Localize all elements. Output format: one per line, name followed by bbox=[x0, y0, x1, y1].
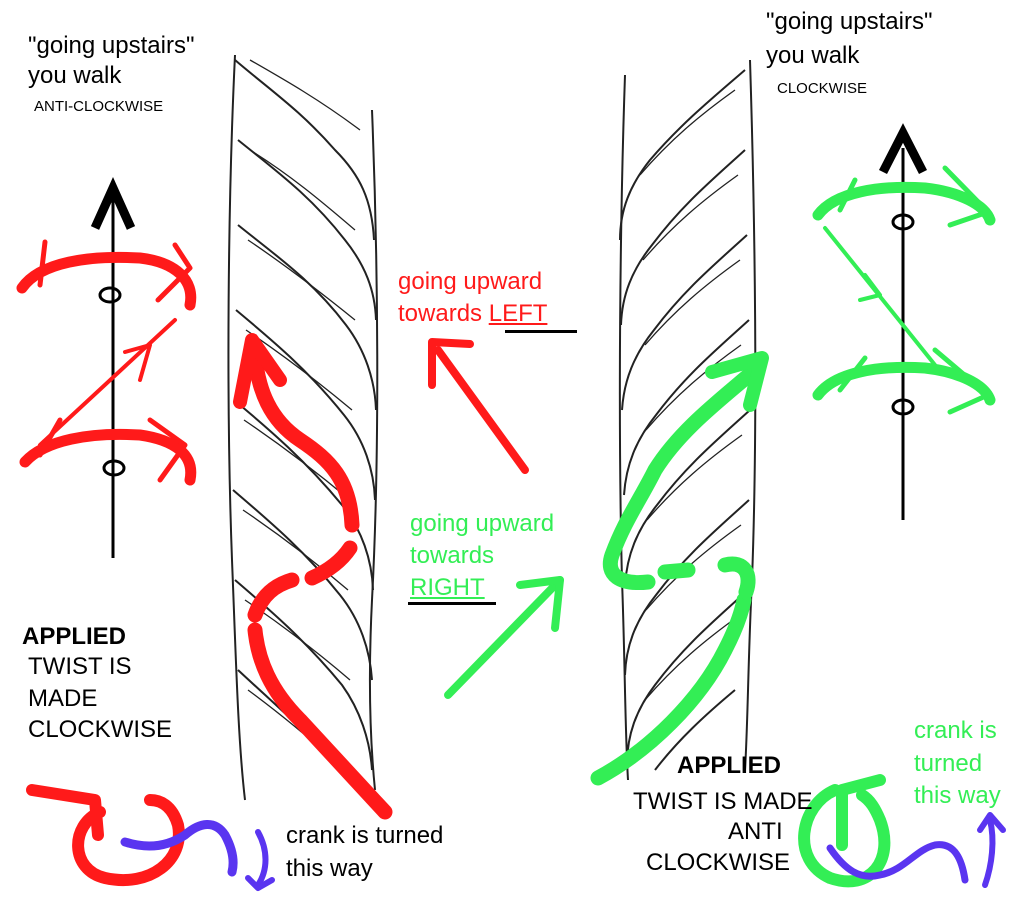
right-applied-line2: ANTI bbox=[728, 818, 783, 845]
red-up-left-arrow bbox=[428, 338, 529, 474]
red-direction-line2: towards LEFT bbox=[398, 300, 547, 328]
right-heading-direction: CLOCKWISE bbox=[777, 80, 868, 97]
left-crank-line2: this way bbox=[286, 855, 373, 882]
green-direction-line2: towards bbox=[410, 542, 495, 569]
left-crank-red-clockwise-arrow bbox=[26, 784, 185, 886]
right-crank-blue-wave bbox=[826, 812, 1006, 888]
left-applied-line2: MADE bbox=[28, 685, 98, 712]
red-direction-towards: towards bbox=[398, 300, 483, 327]
right-heading-line1: "going upstairs" bbox=[766, 8, 933, 35]
left-heading-line1: "going upstairs" bbox=[28, 32, 195, 59]
left-rope-red-strand-path bbox=[233, 333, 393, 820]
green-direction-emphasis: RIGHT bbox=[410, 574, 485, 601]
left-rope bbox=[227, 54, 379, 801]
red-emphasis-underline bbox=[505, 330, 577, 333]
left-crank-blue-wave bbox=[120, 820, 275, 891]
right-clockwise-green-arrows bbox=[812, 165, 996, 415]
red-direction-emphasis: LEFT bbox=[488, 300, 548, 327]
green-direction-line1: going upward bbox=[410, 510, 555, 537]
left-heading-direction: ANTI-CLOCKWISE bbox=[34, 98, 164, 115]
red-direction-line1: going upward bbox=[398, 268, 543, 295]
right-applied-line1: TWIST IS MADE bbox=[633, 788, 813, 815]
right-axis bbox=[878, 123, 928, 520]
left-applied-line3: CLOCKWISE bbox=[28, 716, 173, 743]
right-heading-line2: you walk bbox=[766, 42, 860, 69]
right-rope-green-strand-path bbox=[590, 351, 769, 786]
right-applied-line3: CLOCKWISE bbox=[646, 849, 791, 876]
left-crank-line1: crank is turned bbox=[286, 822, 444, 849]
right-applied-title: APPLIED bbox=[677, 752, 782, 779]
left-heading-line2: you walk bbox=[28, 62, 122, 89]
left-axis bbox=[90, 177, 136, 558]
right-rope bbox=[618, 59, 757, 781]
green-up-right-arrow bbox=[444, 576, 564, 699]
left-applied-line1: TWIST IS bbox=[28, 653, 132, 680]
right-crank-line2: turned bbox=[914, 750, 983, 777]
right-crank-line1: crank is bbox=[914, 717, 997, 744]
left-applied-title: APPLIED bbox=[22, 623, 127, 650]
right-crank-line3: this way bbox=[914, 782, 1001, 809]
green-emphasis-underline bbox=[408, 602, 496, 605]
left-anticlockwise-red-arrows bbox=[16, 239, 197, 486]
